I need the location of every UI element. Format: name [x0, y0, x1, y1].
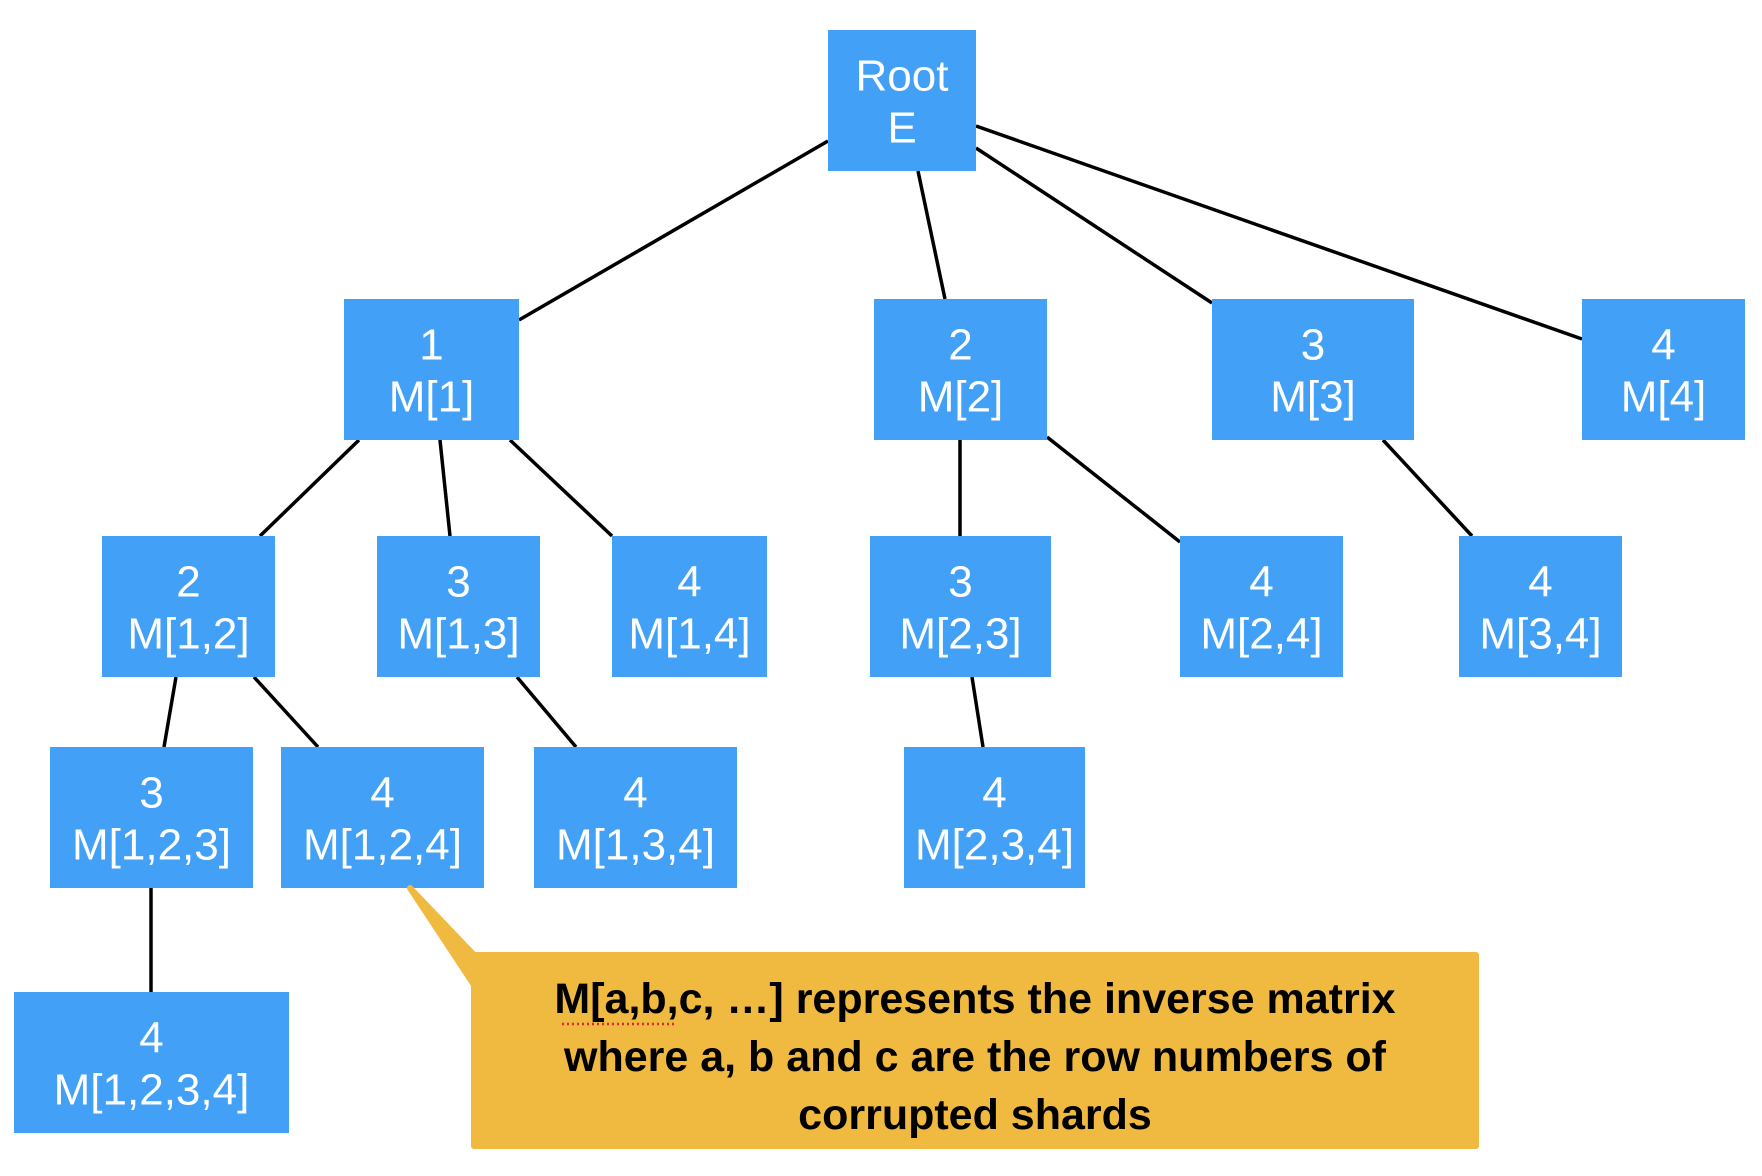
node-box	[14, 992, 289, 1133]
node-label-line2: M[3]	[1270, 373, 1356, 422]
node-label-line1: 4	[623, 769, 647, 818]
callout-line-1: M[a,b,c, …] represents the inverse matri…	[554, 975, 1395, 1023]
edge-n23-n234	[970, 676, 985, 748]
node-n3: 3M[3]	[1212, 299, 1414, 440]
callout-line-2: where a, b and c are the row numbers of	[563, 1033, 1387, 1081]
edge-n12-n123	[162, 676, 178, 748]
node-n34: 4M[3,4]	[1459, 536, 1622, 677]
node-box	[377, 536, 540, 677]
node-n234: 4M[2,3,4]	[904, 747, 1085, 888]
edges	[149, 124, 1583, 992]
node-label-line1: 3	[948, 558, 972, 607]
node-n1234: 4M[1,2,3,4]	[14, 992, 289, 1133]
node-box	[904, 747, 1085, 888]
node-label-line2: M[1,4]	[628, 610, 750, 659]
node-label-line2: M[4]	[1621, 373, 1707, 422]
edge-n13-n134	[515, 675, 578, 749]
node-label-line1: 3	[446, 558, 470, 607]
node-box	[1459, 536, 1622, 677]
node-label-line2: E	[887, 104, 916, 153]
node-label-line1: 1	[419, 321, 443, 370]
node-label-line1: 4	[139, 1014, 163, 1063]
edge-n1-n12	[258, 438, 361, 538]
node-box	[612, 536, 767, 677]
node-box	[50, 747, 253, 888]
node-label-line2: M[1,2,4]	[303, 821, 462, 870]
node-label-line1: 4	[1651, 321, 1675, 370]
node-label-line2: M[1,2]	[127, 610, 249, 659]
edge-n12-n124	[252, 675, 320, 749]
node-label-line2: M[2]	[918, 373, 1004, 422]
node-label-line2: M[1,2,3,4]	[54, 1066, 250, 1115]
node-box	[281, 747, 484, 888]
node-label-line1: 4	[1249, 558, 1273, 607]
node-label-line2: M[2,3,4]	[915, 821, 1074, 870]
node-label-line1: 2	[948, 321, 972, 370]
edge-root-n1	[518, 139, 829, 322]
edge-root-n3	[975, 146, 1213, 305]
node-n12: 2M[1,2]	[102, 536, 275, 677]
callout-line-3: corrupted shards	[798, 1091, 1152, 1139]
node-label-line1: 3	[1301, 321, 1325, 370]
node-n124: 4M[1,2,4]	[281, 747, 484, 888]
node-label-line1: 4	[982, 769, 1006, 818]
node-n14: 4M[1,4]	[612, 536, 767, 677]
node-label-line2: M[2,4]	[1200, 610, 1322, 659]
node-box	[870, 536, 1051, 677]
node-label-line1: 4	[370, 769, 394, 818]
node-label-line2: M[1,3,4]	[556, 821, 715, 870]
node-label-line2: M[1,3]	[397, 610, 519, 659]
node-box	[874, 299, 1047, 440]
node-n13: 3M[1,3]	[377, 536, 540, 677]
edge-root-n4	[975, 124, 1583, 341]
edge-n2-n24	[1045, 435, 1182, 544]
node-label-line1: Root	[856, 52, 949, 101]
edge-n1-n13	[438, 439, 452, 537]
edge-n1-n14	[508, 438, 614, 538]
node-label-line1: 4	[677, 558, 701, 607]
node-n4: 4M[4]	[1582, 299, 1745, 440]
edge-n3-n34	[1381, 438, 1474, 538]
node-box	[344, 299, 519, 440]
callout: M[a,b,c, …] represents the inverse matri…	[407, 885, 1479, 1149]
node-label-line2: M[2,3]	[899, 610, 1021, 659]
node-label-line2: M[1]	[389, 373, 475, 422]
node-box	[1582, 299, 1745, 440]
node-box	[102, 536, 275, 677]
callout-bubble	[407, 885, 1479, 1149]
node-box	[534, 747, 737, 888]
node-n24: 4M[2,4]	[1180, 536, 1343, 677]
nodes: RootE1M[1]2M[2]3M[3]4M[4]2M[1,2]3M[1,3]4…	[14, 30, 1745, 1133]
node-n2: 2M[2]	[874, 299, 1047, 440]
node-label-line1: 2	[176, 558, 200, 607]
node-n123: 3M[1,2,3]	[50, 747, 253, 888]
node-box	[828, 30, 976, 171]
node-label-line2: M[1,2,3]	[72, 821, 231, 870]
node-n23: 3M[2,3]	[870, 536, 1051, 677]
node-label-line1: 4	[1528, 558, 1552, 607]
node-box	[1212, 299, 1414, 440]
edge-root-n2	[916, 170, 947, 300]
node-label-line1: 3	[139, 769, 163, 818]
node-n1: 1M[1]	[344, 299, 519, 440]
node-n134: 4M[1,3,4]	[534, 747, 737, 888]
node-label-line2: M[3,4]	[1479, 610, 1601, 659]
node-box	[1180, 536, 1343, 677]
